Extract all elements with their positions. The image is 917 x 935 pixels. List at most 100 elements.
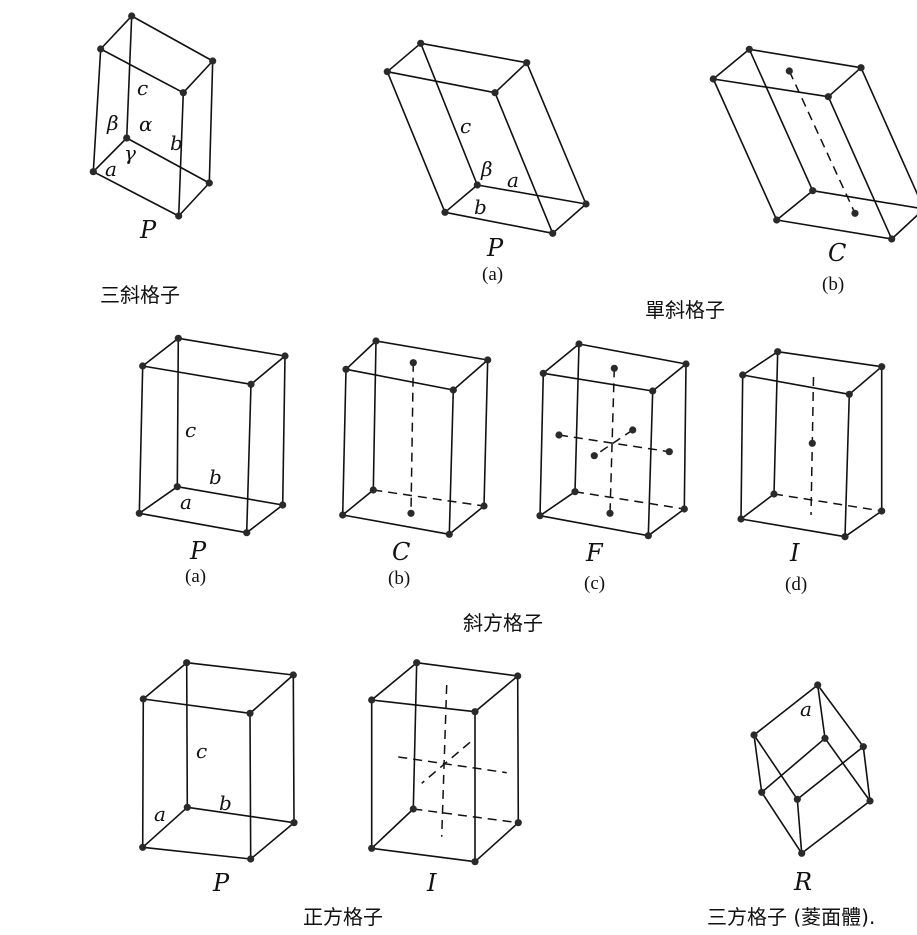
cell-edge [539, 372, 545, 517]
cell-edge [176, 485, 284, 506]
cell-edge [182, 60, 214, 94]
cell-edge [141, 806, 189, 849]
cell-edge [99, 15, 133, 50]
lattice-point [445, 530, 453, 538]
lattice-point [878, 507, 886, 515]
cell-edge [525, 61, 587, 205]
lattice-point [709, 75, 717, 83]
cell-edge [712, 78, 778, 221]
base-center-point [407, 509, 415, 517]
cell-edge [647, 390, 654, 537]
lattice-shapes [89, 12, 917, 866]
cell-edge [386, 70, 496, 94]
cell-edge [741, 374, 851, 396]
lattice-point [383, 68, 391, 76]
cell-edge [683, 363, 687, 510]
lattice-point [471, 708, 479, 716]
cell-edge [712, 48, 751, 80]
lattice-point [582, 200, 590, 208]
cell-edge [138, 512, 248, 534]
cell-edge [341, 368, 347, 516]
axis-label-b: b [170, 131, 183, 155]
lattice-point [441, 208, 449, 216]
orthorhombic-I-cell [737, 348, 886, 541]
cell-edge [824, 737, 871, 802]
cell-edge [281, 355, 286, 506]
face-center-point [665, 448, 673, 456]
tetragonal-I-cell [368, 659, 522, 866]
lattice-point [536, 512, 544, 520]
hidden-edge [593, 429, 634, 457]
lattice-point [571, 488, 579, 496]
angle-label-gamma: γ [124, 141, 136, 165]
lattice-point [491, 89, 499, 97]
cell-edge [185, 661, 295, 676]
system-title-triclinic: 三斜格子 [100, 283, 180, 307]
cell-edge [245, 383, 252, 534]
cell-edge [141, 337, 180, 367]
cell-edge [760, 791, 803, 855]
face-center-point [629, 426, 637, 434]
cell-edge [796, 745, 865, 801]
cell-edge [740, 518, 846, 538]
lattice-point [409, 805, 417, 813]
cell-edge [542, 343, 580, 375]
cell-edge [130, 15, 214, 62]
lattice-point [878, 363, 886, 371]
lattice-point [128, 12, 136, 20]
hidden-edge [440, 684, 448, 837]
hidden-edge [398, 756, 507, 774]
cell-edge [141, 846, 252, 860]
lattice-point [745, 45, 753, 53]
lattice-point [821, 734, 829, 742]
cell-edge [176, 337, 180, 488]
lattice-point [480, 502, 488, 510]
cell-edge [142, 661, 188, 700]
lattice-point [774, 348, 782, 356]
lattice-symbol: I [426, 869, 437, 897]
lattice-point [473, 181, 481, 189]
angle-label-beta: β [106, 111, 119, 135]
lattice-point [279, 501, 287, 509]
cell-edge [816, 684, 826, 740]
system-title-trigonal: 三方格子 (菱面體). [707, 905, 875, 929]
cell-edge [341, 514, 451, 536]
cell-edge [773, 350, 779, 495]
axis-label-b: b [219, 791, 232, 815]
system-title-monoclinic: 單斜格子 [645, 298, 725, 322]
lattice-point [139, 695, 147, 703]
axis-label-a: a [105, 157, 117, 181]
cell-edge [578, 343, 687, 365]
lattice-point [175, 212, 183, 220]
hidden-edge [574, 490, 685, 510]
cell-edge [800, 800, 871, 855]
lattice-point [368, 844, 376, 852]
cell-edge [415, 661, 519, 677]
lattice-symbol: R [793, 868, 812, 896]
cell-edge [542, 372, 654, 392]
cell-edge [141, 698, 145, 849]
lattice-symbol: C [828, 239, 846, 267]
lattice-point [205, 179, 213, 187]
hidden-edge [788, 70, 856, 214]
tetragonal-P-cell [139, 659, 298, 863]
cell-edge [448, 505, 485, 536]
orthorhombic-P-cell [135, 334, 289, 537]
cell-edge [844, 393, 851, 538]
cell-edge [890, 214, 917, 240]
lattice-point [173, 483, 181, 491]
hidden-edge [558, 434, 670, 453]
lattice-symbol: P [212, 869, 230, 897]
cell-edge [494, 91, 554, 235]
hidden-edge [810, 376, 815, 516]
cell-edge [760, 737, 826, 794]
lattice-point [369, 486, 377, 494]
lattice-point [680, 505, 688, 513]
hidden-edge [373, 489, 485, 507]
lattice-sub-label: (a) [185, 566, 206, 587]
cell-edge [448, 389, 455, 536]
cell-edge [796, 798, 803, 855]
cell-edge [574, 343, 580, 493]
cell-edge [142, 698, 251, 715]
